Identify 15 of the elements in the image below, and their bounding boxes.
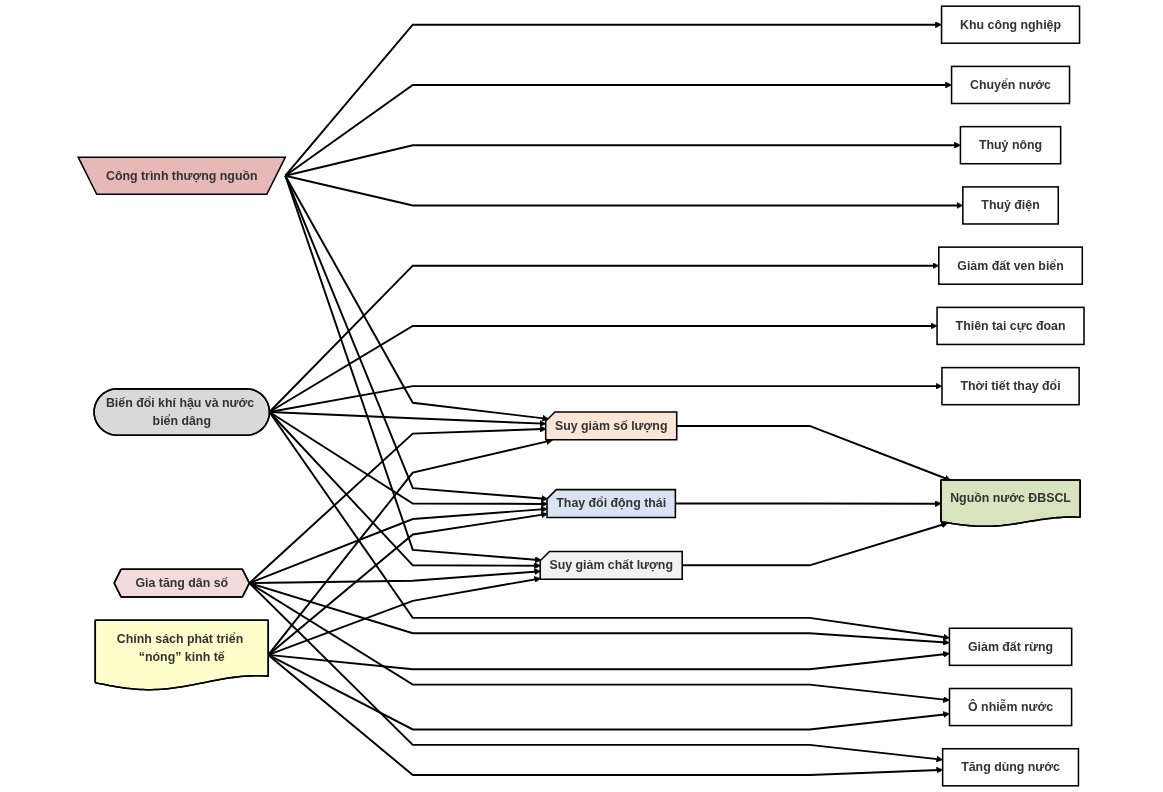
- node-box: Thiên tai cực đoan: [936, 306, 1086, 346]
- arrow: [267, 576, 542, 656]
- arrow: [248, 582, 944, 763]
- arrow: [267, 438, 554, 656]
- node-box: Thời tiết thay đổi: [941, 366, 1081, 406]
- node-box: Giảm đất ven biển: [938, 246, 1084, 285]
- node-box: Thuỷ điện: [962, 186, 1060, 225]
- arrow: [284, 174, 964, 209]
- node-box: Giảm đất rừng: [949, 627, 1073, 667]
- node-box: Khu công nghiệp: [941, 5, 1081, 44]
- node-box: Thuỷ nông: [960, 125, 1062, 165]
- arrow: [248, 425, 547, 585]
- node-box: Chuyển nước: [951, 65, 1071, 105]
- node-box: Ô nhiễm nước: [949, 687, 1073, 727]
- node-box: Tăng dùng nước: [942, 748, 1080, 787]
